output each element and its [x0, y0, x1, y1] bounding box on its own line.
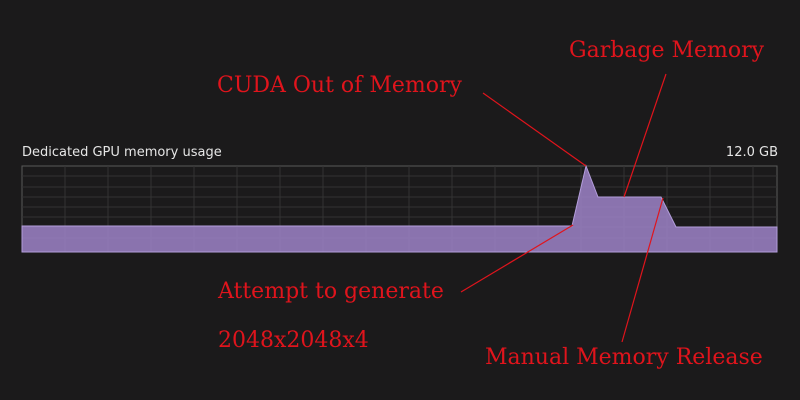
- annotation-attempt-line2: 2048x2048x4: [218, 328, 369, 353]
- usage-area: [21, 164, 778, 253]
- garbage-leader-line: [623, 73, 667, 198]
- attempt-leader-line: [460, 224, 574, 293]
- annotation-garbage-memory: Garbage Memory: [569, 38, 765, 63]
- release-leader-line: [621, 197, 664, 343]
- cuda-leader-line: [482, 92, 587, 167]
- graph-title: Dedicated GPU memory usage: [22, 145, 222, 160]
- annotation-manual-release: Manual Memory Release: [485, 345, 763, 370]
- graph-max-label: 12.0 GB: [725, 145, 778, 160]
- annotation-cuda-oom: CUDA Out of Memory: [217, 73, 462, 98]
- annotation-attempt-line1: Attempt to generate: [218, 279, 444, 304]
